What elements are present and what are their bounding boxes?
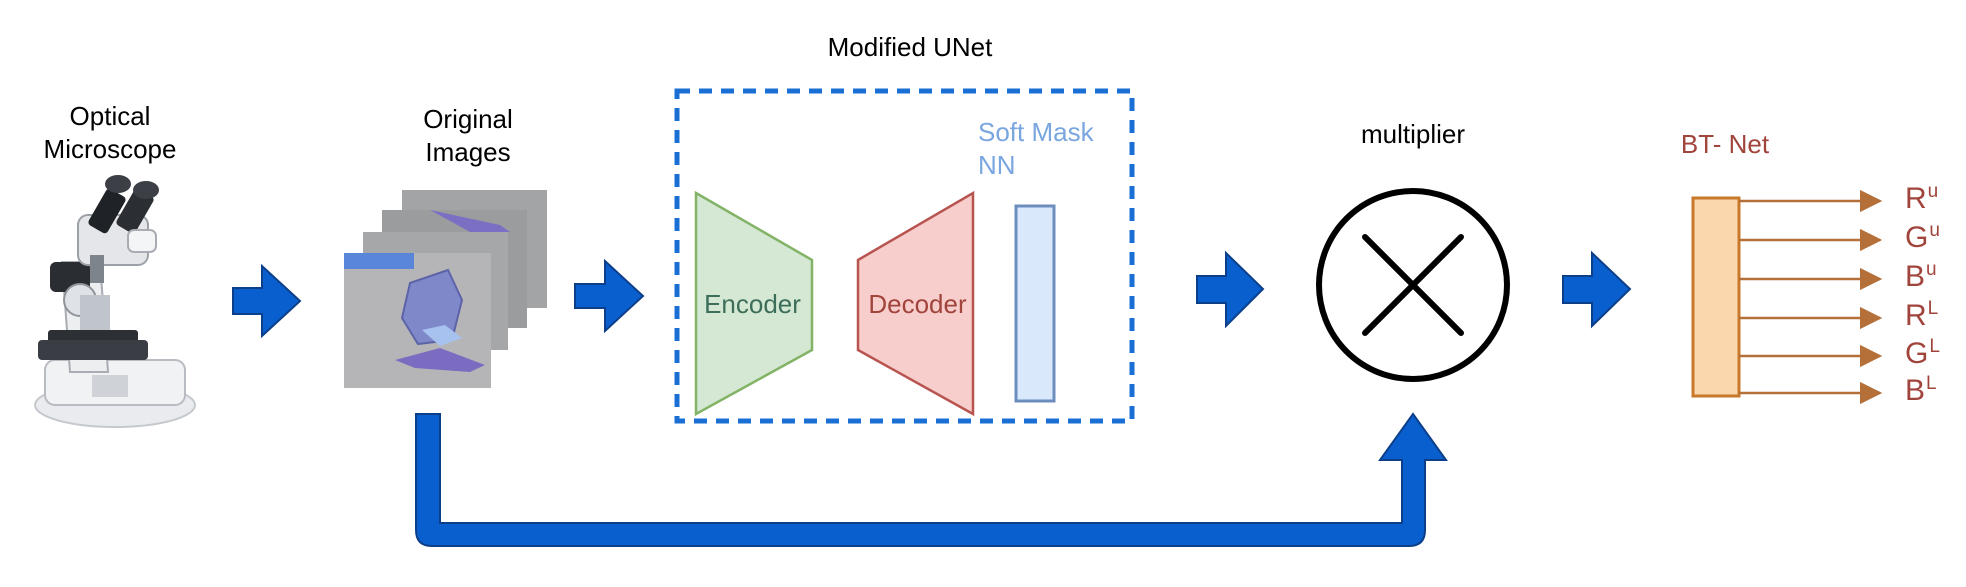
soft-mask-nn-label: Soft Mask NN xyxy=(978,117,1094,180)
output-label-bu: Bu xyxy=(1905,259,1937,293)
output-label-ru: Ru xyxy=(1905,181,1939,215)
bt-net-label: BT- Net xyxy=(1680,129,1770,159)
output-label-rl: RL xyxy=(1905,298,1939,332)
flow-arrow-2 xyxy=(574,258,645,334)
optical-microscope-label: Optical Microscope xyxy=(43,101,177,164)
bt-net-block xyxy=(1691,196,1741,398)
flow-arrow-1 xyxy=(232,263,302,339)
multiply-icon xyxy=(1316,188,1510,382)
output-label-bl: BL xyxy=(1905,373,1937,407)
skip-connection-arrow xyxy=(415,412,1448,547)
modified-unet-label: Modified UNet xyxy=(827,32,993,62)
microscope-icon xyxy=(34,175,198,428)
output-label-gl: GL xyxy=(1905,336,1940,370)
modified-unet-box xyxy=(674,88,1135,424)
output-label-gu: Gu xyxy=(1905,220,1940,254)
decoder-block xyxy=(856,190,975,417)
soft-mask-block xyxy=(1014,204,1056,403)
encoder-block xyxy=(694,190,814,417)
encoder-label: Encoder xyxy=(704,289,801,319)
decoder-label: Decoder xyxy=(868,289,967,319)
original-images-label: Original Images xyxy=(423,104,513,167)
flow-arrow-4 xyxy=(1562,250,1632,329)
multiplier-label: multiplier xyxy=(1360,119,1466,149)
image-stack-icon xyxy=(344,190,547,388)
flow-arrow-3 xyxy=(1196,250,1265,329)
